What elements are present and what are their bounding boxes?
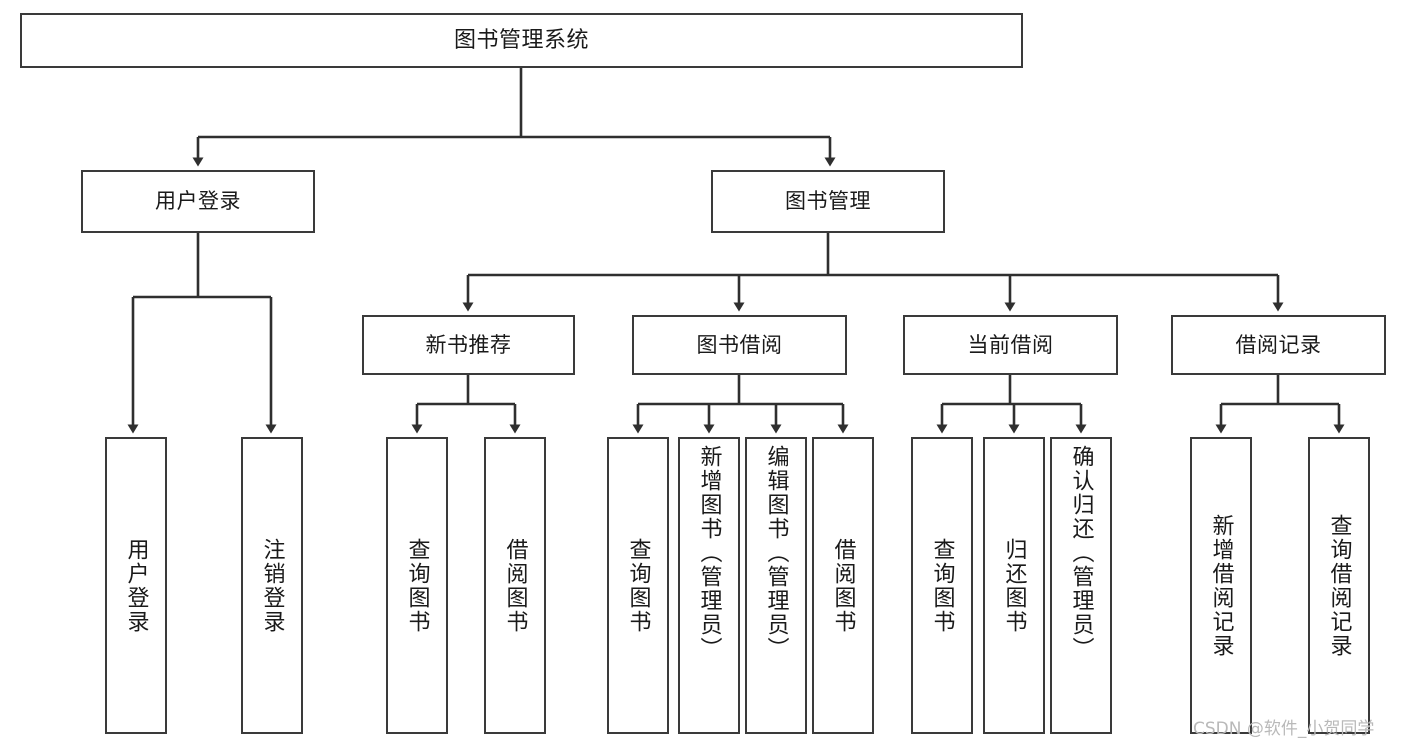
- leaf-confirm-return-admin[interactable]: 确认归还（管理员）: [1050, 437, 1112, 734]
- node-label: 新书推荐: [425, 332, 512, 357]
- leaf-query-book-current[interactable]: 查询图书: [911, 437, 973, 734]
- node-root[interactable]: 图书管理系统: [20, 13, 1023, 68]
- node-level2-book-management[interactable]: 图书管理: [711, 170, 945, 233]
- node-label: 用户登录: [123, 537, 149, 634]
- node-label: 新增借阅记录: [1208, 513, 1234, 658]
- node-label: 借阅图书: [502, 537, 528, 634]
- node-label: 确认归还（管理员）: [1068, 445, 1094, 661]
- node-label: 借阅图书: [830, 537, 856, 634]
- node-label: 编辑图书（管理员）: [763, 445, 789, 661]
- node-level3-current-borrow[interactable]: 当前借阅: [903, 315, 1118, 375]
- node-label: 注销登录: [259, 537, 285, 634]
- node-label: 借阅记录: [1235, 332, 1322, 357]
- node-label: 归还图书: [1001, 537, 1027, 634]
- node-level3-borrow-record[interactable]: 借阅记录: [1171, 315, 1386, 375]
- leaf-logout[interactable]: 注销登录: [241, 437, 303, 734]
- leaf-edit-book-admin[interactable]: 编辑图书（管理员）: [745, 437, 807, 734]
- leaf-query-borrow-record[interactable]: 查询借阅记录: [1308, 437, 1370, 734]
- node-label: 图书管理: [785, 189, 871, 214]
- leaf-borrow-book[interactable]: 借阅图书: [812, 437, 874, 734]
- node-label: 查询图书: [625, 537, 651, 634]
- leaf-query-book-recommend[interactable]: 查询图书: [386, 437, 448, 734]
- node-label: 图书借阅: [696, 332, 783, 357]
- leaf-borrow-book-recommend[interactable]: 借阅图书: [484, 437, 546, 734]
- node-label: 当前借阅: [967, 332, 1054, 357]
- leaf-return-book[interactable]: 归还图书: [983, 437, 1045, 734]
- node-label: 查询图书: [404, 537, 430, 634]
- leaf-add-book-admin[interactable]: 新增图书（管理员）: [678, 437, 740, 734]
- watermark-text: CSDN @软件_小贺同学: [1193, 719, 1375, 739]
- node-label: 新增图书（管理员）: [696, 445, 722, 661]
- node-level3-new-book-recommend[interactable]: 新书推荐: [362, 315, 575, 375]
- leaf-query-book-borrow[interactable]: 查询图书: [607, 437, 669, 734]
- node-level3-book-borrow[interactable]: 图书借阅: [632, 315, 847, 375]
- node-level2-user-login[interactable]: 用户登录: [81, 170, 315, 233]
- node-label: 图书管理系统: [453, 27, 589, 53]
- node-label: 查询借阅记录: [1326, 513, 1352, 658]
- leaf-add-borrow-record[interactable]: 新增借阅记录: [1190, 437, 1252, 734]
- leaf-user-login[interactable]: 用户登录: [105, 437, 167, 734]
- node-label: 查询图书: [929, 537, 955, 634]
- node-label: 用户登录: [155, 189, 241, 214]
